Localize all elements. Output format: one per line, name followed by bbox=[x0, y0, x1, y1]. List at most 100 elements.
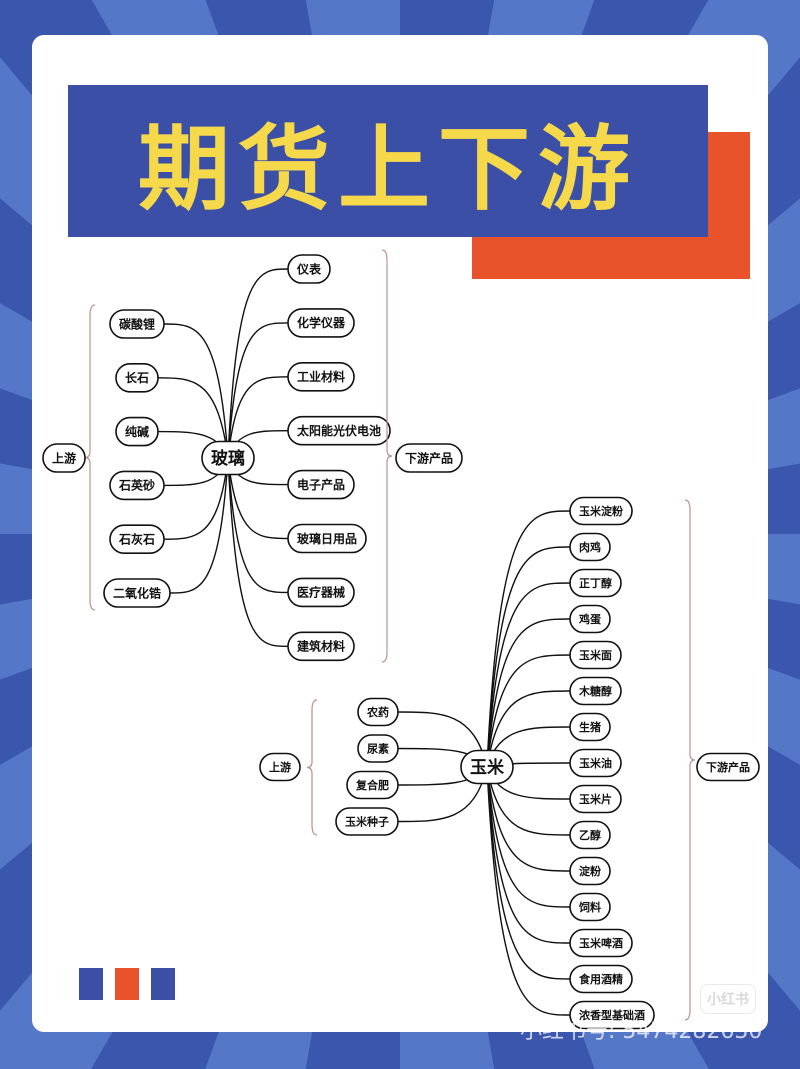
upstream-node: 玉米种子 bbox=[345, 814, 389, 828]
downstream-node: 仪表 bbox=[296, 261, 322, 276]
upstream-brace bbox=[306, 699, 318, 836]
upstream-node-box bbox=[357, 734, 399, 763]
downstream-node: 电子产品 bbox=[297, 477, 345, 492]
connector-line bbox=[486, 546, 571, 768]
downstream-node: 食用酒精 bbox=[579, 972, 623, 986]
connector-line bbox=[157, 377, 229, 459]
glass-connectors bbox=[157, 268, 289, 647]
downstream-node-box bbox=[569, 892, 611, 922]
upstream-label-box bbox=[42, 443, 86, 473]
upstream-node: 长石 bbox=[125, 370, 149, 385]
downstream-node-box bbox=[287, 523, 367, 554]
connector-line bbox=[486, 582, 571, 768]
connector-line bbox=[486, 766, 571, 872]
glass-mind-map: 碳酸锂长石纯碱石英砂石灰石二氧化锆仪表化学仪器工业材料太阳能光伏电池电子产品玻璃… bbox=[42, 249, 463, 663]
downstream-node-box bbox=[287, 361, 355, 392]
downstream-node: 淀粉 bbox=[579, 864, 601, 878]
upstream-node: 石灰石 bbox=[118, 532, 155, 547]
upstream-node-box bbox=[346, 770, 399, 800]
upstream-node-box bbox=[109, 524, 165, 555]
downstream-node: 太阳能光伏电池 bbox=[297, 423, 381, 438]
downstream-node: 建筑材料 bbox=[296, 639, 345, 654]
connector-line bbox=[227, 322, 289, 459]
downstream-node-box bbox=[569, 568, 622, 598]
downstream-node-box bbox=[569, 496, 633, 526]
connector-line bbox=[163, 323, 229, 459]
downstream-node-box bbox=[569, 784, 622, 814]
downstream-node: 玉米啤酒 bbox=[579, 936, 623, 950]
center-node: 玉米 bbox=[470, 757, 505, 778]
downstream-node: 肉鸡 bbox=[579, 540, 601, 554]
downstream-node: 玉米油 bbox=[579, 756, 612, 770]
downstream-node-box bbox=[569, 532, 611, 562]
center-node: 玻璃 bbox=[211, 448, 245, 469]
watermark-text: 小红书号: 5474282630 bbox=[520, 1019, 763, 1044]
upstream-node: 石英砂 bbox=[118, 478, 155, 493]
upstream-label: 上游 bbox=[52, 450, 76, 465]
downstream-node: 玉米淀粉 bbox=[579, 504, 623, 518]
connector-line bbox=[227, 457, 289, 594]
downstream-label-box bbox=[395, 443, 463, 473]
connector-line bbox=[227, 457, 289, 540]
downstream-node: 工业材料 bbox=[297, 369, 345, 384]
downstream-node-box bbox=[287, 577, 355, 608]
decor-square-blue bbox=[79, 968, 103, 1000]
upstream-node: 纯碱 bbox=[125, 424, 149, 439]
downstream-node-box bbox=[287, 469, 355, 500]
downstream-label: 下游产品 bbox=[706, 760, 750, 774]
connector-line bbox=[486, 690, 571, 768]
center-node-box bbox=[460, 749, 514, 785]
upstream-node-box bbox=[115, 362, 159, 393]
downstream-label: 下游产品 bbox=[405, 450, 453, 465]
upstream-brace bbox=[84, 304, 96, 611]
upstream-label-box bbox=[259, 752, 301, 782]
decor-square-blue bbox=[151, 968, 175, 1000]
downstream-node: 饲料 bbox=[578, 900, 601, 914]
downstream-node-box bbox=[569, 928, 633, 958]
connector-line bbox=[486, 766, 571, 980]
upstream-node: 复合肥 bbox=[355, 778, 389, 792]
upstream-node-box bbox=[335, 807, 399, 836]
downstream-node: 木糖醇 bbox=[578, 684, 612, 698]
downstream-node: 玉米片 bbox=[579, 792, 612, 806]
connector-line bbox=[227, 457, 289, 647]
connector-line bbox=[486, 654, 571, 768]
upstream-node-box bbox=[357, 697, 399, 727]
downstream-brace bbox=[381, 249, 393, 663]
connector-line bbox=[169, 457, 229, 594]
downstream-node-box bbox=[569, 640, 622, 670]
downstream-node: 生猪 bbox=[579, 720, 601, 734]
downstream-node: 医疗器械 bbox=[297, 585, 345, 600]
downstream-node-box bbox=[287, 631, 355, 662]
downstream-node-box bbox=[569, 1000, 655, 1030]
connector-line bbox=[163, 457, 229, 540]
downstream-node-box bbox=[569, 748, 622, 778]
connector-line bbox=[227, 376, 289, 459]
page-title: 期货上下游 bbox=[137, 115, 638, 223]
downstream-node-box bbox=[287, 308, 355, 338]
decor-square-orange bbox=[115, 968, 139, 1000]
upstream-node: 尿素 bbox=[367, 741, 389, 755]
downstream-node-box bbox=[569, 676, 622, 706]
upstream-node: 农药 bbox=[366, 705, 389, 719]
downstream-node: 玻璃日用品 bbox=[297, 531, 357, 546]
downstream-node: 鸡蛋 bbox=[578, 612, 602, 626]
downstream-node-box bbox=[287, 415, 391, 446]
connector-line bbox=[486, 766, 571, 944]
connector-line bbox=[486, 766, 571, 836]
downstream-node-box bbox=[569, 712, 611, 742]
downstream-node: 化学仪器 bbox=[297, 315, 346, 330]
corn-mind-map: 农药尿素复合肥玉米种子玉米淀粉肉鸡正丁醇鸡蛋玉米面木糖醇生猪玉米油玉米片乙醇淀粉… bbox=[259, 496, 760, 1030]
connector-line bbox=[227, 268, 289, 459]
downstream-label-box bbox=[696, 752, 760, 782]
upstream-node-box bbox=[109, 470, 165, 501]
upstream-node-box bbox=[115, 416, 159, 447]
downstream-node-box bbox=[287, 254, 331, 284]
connector-line bbox=[486, 766, 571, 908]
center-node-box bbox=[201, 440, 255, 476]
upstream-node-box bbox=[103, 578, 171, 608]
watermark-logo: 小红书 bbox=[700, 984, 756, 1014]
downstream-node: 玉米面 bbox=[579, 648, 612, 662]
downstream-brace bbox=[684, 499, 696, 1021]
upstream-node: 碳酸锂 bbox=[119, 316, 155, 331]
